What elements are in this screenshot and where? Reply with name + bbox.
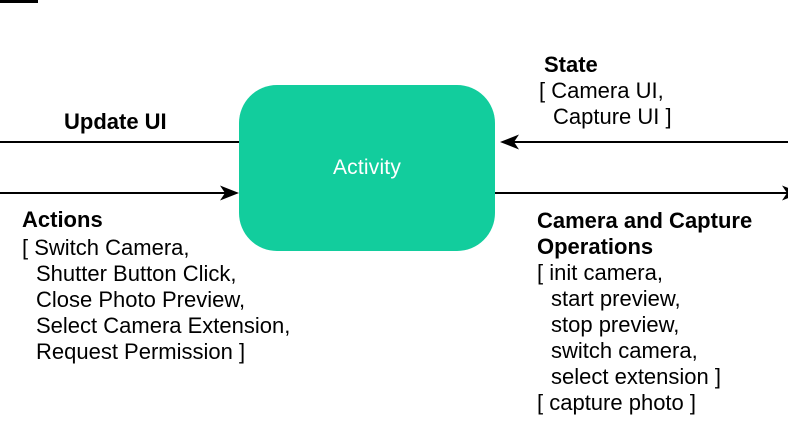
update-ui-label: Update UI <box>64 109 167 134</box>
actions-item: Shutter Button Click, <box>36 261 237 286</box>
operations-title-line1: Camera and Capture <box>537 208 753 233</box>
operations-title-line2: Operations <box>537 234 654 259</box>
operations-item: select extension ] <box>551 364 721 389</box>
state-item: Capture UI ] <box>553 104 672 129</box>
activity-node-label: Activity <box>332 156 402 179</box>
actions-item: Request Permission ] <box>36 339 246 364</box>
operations-arrow <box>495 185 788 201</box>
operations-item: switch camera, <box>551 338 698 363</box>
top-left-line-fragment <box>0 0 38 3</box>
actions-arrow <box>0 185 239 201</box>
state-item: [ Camera UI, <box>539 78 664 103</box>
actions-title: Actions <box>22 207 103 232</box>
actions-item: [ Switch Camera, <box>22 235 190 260</box>
operations-item: [ init camera, <box>537 260 663 285</box>
state-label-block: State [ Camera UI, Capture UI ] <box>539 52 672 130</box>
state-arrow <box>500 134 788 150</box>
operations-item: [ capture photo ] <box>537 390 696 415</box>
actions-item: Select Camera Extension, <box>36 313 291 338</box>
actions-label-block: Actions [ Switch Camera, Shutter Button … <box>22 207 290 365</box>
state-title: State <box>544 52 598 77</box>
activity-node: Activity <box>239 85 495 251</box>
operations-label-block: Camera and Capture Operations [ init cam… <box>537 208 752 416</box>
operations-item: stop preview, <box>551 312 680 337</box>
actions-item: Close Photo Preview, <box>36 287 246 312</box>
operations-item: start preview, <box>551 286 681 311</box>
